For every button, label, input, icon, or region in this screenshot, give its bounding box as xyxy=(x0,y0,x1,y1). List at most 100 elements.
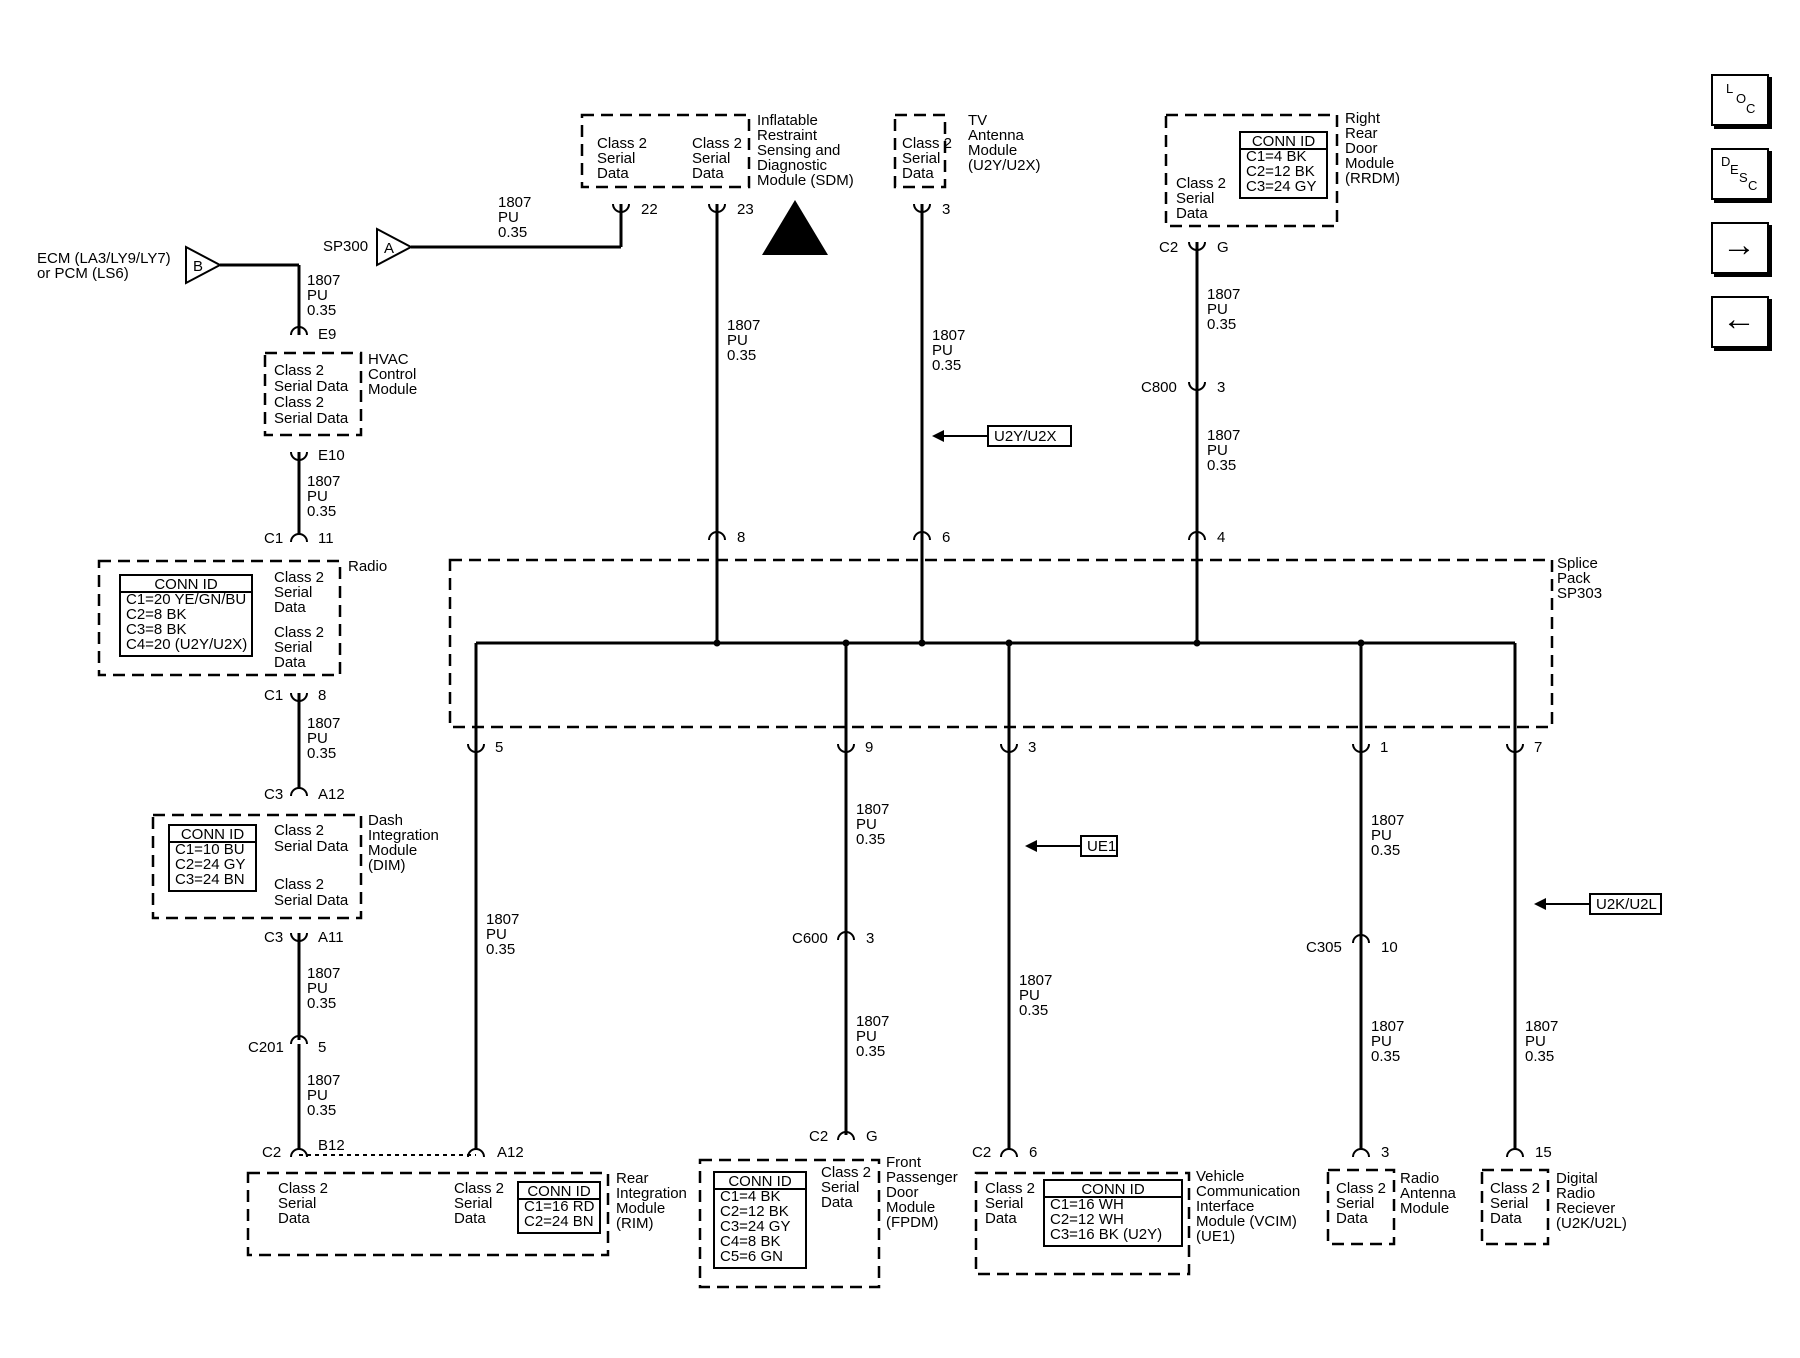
ram-serial-data: Class 2 xyxy=(1336,1180,1386,1197)
connector-symbol xyxy=(290,326,308,336)
wire-spec-rrdm-1: 1807 xyxy=(1207,286,1240,303)
wire-spec-fpdm-2: PU xyxy=(856,1028,877,1045)
c600-pin: 3 xyxy=(866,930,874,947)
wire-spec-c201: 1807 xyxy=(307,1072,340,1089)
rrdm-conn-id-text: CONN ID xyxy=(1252,133,1316,150)
ram-name: Radio xyxy=(1400,1170,1439,1187)
rrdm-connector: C2 xyxy=(1159,239,1178,256)
vcim-option-arrow-head xyxy=(1025,840,1037,852)
wire-spec-ram-2: 0.35 xyxy=(1371,1048,1400,1065)
tv-option-label: U2Y/U2X xyxy=(994,428,1057,445)
drr-serial-data: Data xyxy=(1490,1210,1522,1227)
rim-pin-b12: B12 xyxy=(318,1137,345,1154)
vcim-name: Interface xyxy=(1196,1198,1254,1215)
drr-pin: 15 xyxy=(1535,1144,1552,1161)
ram-serial-data: Data xyxy=(1336,1210,1368,1227)
splice-pack-name: SP303 xyxy=(1557,585,1602,602)
rim-name: Integration xyxy=(616,1185,687,1202)
dim-c3-bottom: C3 xyxy=(264,929,283,946)
drr-option-arrow-head xyxy=(1534,898,1546,910)
sdm-name: Diagnostic xyxy=(757,157,828,174)
connector-symbol xyxy=(837,1131,855,1141)
sdm-box xyxy=(580,113,751,189)
ram-box xyxy=(1326,1168,1396,1246)
drr-option-label: U2K/U2L xyxy=(1596,896,1657,913)
hvac-box xyxy=(263,351,363,437)
wire-spec-ram-1: 0.35 xyxy=(1371,842,1400,859)
hvac-name: HVAC xyxy=(368,351,409,368)
rrdm-name: Right xyxy=(1345,110,1381,127)
radio-c1-bottom: C1 xyxy=(264,687,283,704)
splice-pack-box xyxy=(448,558,1554,729)
wire-spec-sp300: PU xyxy=(498,209,519,226)
sdm-name: Module (SDM) xyxy=(757,172,854,189)
rim-conn-id-text: CONN ID xyxy=(527,1183,591,1200)
wire-spec-dim: PU xyxy=(307,980,328,997)
location-button[interactable]: L O C xyxy=(1711,74,1769,126)
fpdm-conn-id-text: C1=4 BK xyxy=(720,1188,780,1205)
drr-serial-data: Class 2 xyxy=(1490,1180,1540,1197)
back-button[interactable]: ← xyxy=(1711,296,1769,348)
wire-spec-rrdm-2: PU xyxy=(1207,442,1228,459)
vcim-c2: C2 xyxy=(972,1144,991,1161)
wire-spec-drr: 0.35 xyxy=(1525,1048,1554,1065)
vcim-name: Vehicle xyxy=(1196,1168,1244,1185)
tv-serial-data: Data xyxy=(902,165,934,182)
rim-serial-data-2: Class 2 xyxy=(454,1180,504,1197)
splice-pack-name: Splice xyxy=(1557,555,1598,572)
fpdm-conn-id-text: C5=6 GN xyxy=(720,1248,783,1265)
tv-serial-data: Serial xyxy=(902,150,940,167)
forward-button[interactable]: → xyxy=(1711,222,1769,274)
rrdm-name: (RRDM) xyxy=(1345,170,1400,187)
rim-name: Rear xyxy=(616,1170,649,1187)
rrdm-name: Door xyxy=(1345,140,1378,157)
fpdm-pin-g: G xyxy=(866,1128,878,1145)
radio-pin-11: 11 xyxy=(318,530,334,547)
hvac-pin-e10: E10 xyxy=(318,447,345,464)
dim-conn-id-text: CONN ID xyxy=(181,826,245,843)
vcim-conn-id-text: C3=16 BK (U2Y) xyxy=(1050,1226,1162,1243)
vcim-option-label: UE1 xyxy=(1087,838,1116,855)
wire-spec-vcim: 0.35 xyxy=(1019,1002,1048,1019)
loc-c: C xyxy=(1746,101,1756,116)
wire-spec-ram-1: PU xyxy=(1371,827,1392,844)
radio-name: Radio xyxy=(348,558,387,575)
connector-symbol xyxy=(1188,381,1206,391)
rim-serial-data-1: Class 2 xyxy=(278,1180,328,1197)
sp300-label: SP300 xyxy=(323,238,368,255)
c305-pin: 10 xyxy=(1381,939,1398,956)
c305-label: C305 xyxy=(1306,939,1342,956)
wire-spec-tv: PU xyxy=(932,342,953,359)
c800-label: C800 xyxy=(1141,379,1177,396)
rim-conn-id-text: C2=24 BN xyxy=(524,1213,594,1230)
radio-serial-data-2: Class 2 xyxy=(274,624,324,641)
wire-spec-fpdm-1: 0.35 xyxy=(856,831,885,848)
sdm-name: Sensing and xyxy=(757,142,840,159)
splice-bottom-pin: 5 xyxy=(495,739,503,756)
wire-spec-vcim: 1807 xyxy=(1019,972,1052,989)
rrdm-conn-id-text: C3=24 GY xyxy=(1246,178,1316,195)
splice-junction xyxy=(713,639,721,647)
wire-spec-rrdm-1: 0.35 xyxy=(1207,316,1236,333)
vcim-conn-id xyxy=(1043,1179,1183,1247)
rrdm-serial-data: Class 2 xyxy=(1176,175,1226,192)
radio-serial-data-1: Serial xyxy=(274,584,312,601)
rim-serial-data-2: Data xyxy=(454,1210,486,1227)
rrdm-serial-data: Data xyxy=(1176,205,1208,222)
fpdm-name: Passenger xyxy=(886,1169,958,1186)
description-button[interactable]: D E S C xyxy=(1711,148,1769,200)
drr-serial-data: Serial xyxy=(1490,1195,1528,1212)
fpdm-serial-data: Data xyxy=(821,1194,853,1211)
vcim-box xyxy=(974,1171,1191,1276)
tv-box xyxy=(893,113,947,189)
rrdm-conn-id-text: C2=12 BK xyxy=(1246,163,1315,180)
hvac-pin-e9: E9 xyxy=(318,326,336,343)
drr-box xyxy=(1480,1168,1550,1246)
hvac-name: Module xyxy=(368,381,417,398)
dim-serial-data-1: Class 2 xyxy=(274,822,324,839)
wire-spec-rim: 0.35 xyxy=(486,941,515,958)
splice-bottom-pin: 7 xyxy=(1534,739,1542,756)
dim-c3-top: C3 xyxy=(264,786,283,803)
wire-spec-ram-1: 1807 xyxy=(1371,812,1404,829)
vcim-conn-id-text: C2=12 WH xyxy=(1050,1211,1124,1228)
